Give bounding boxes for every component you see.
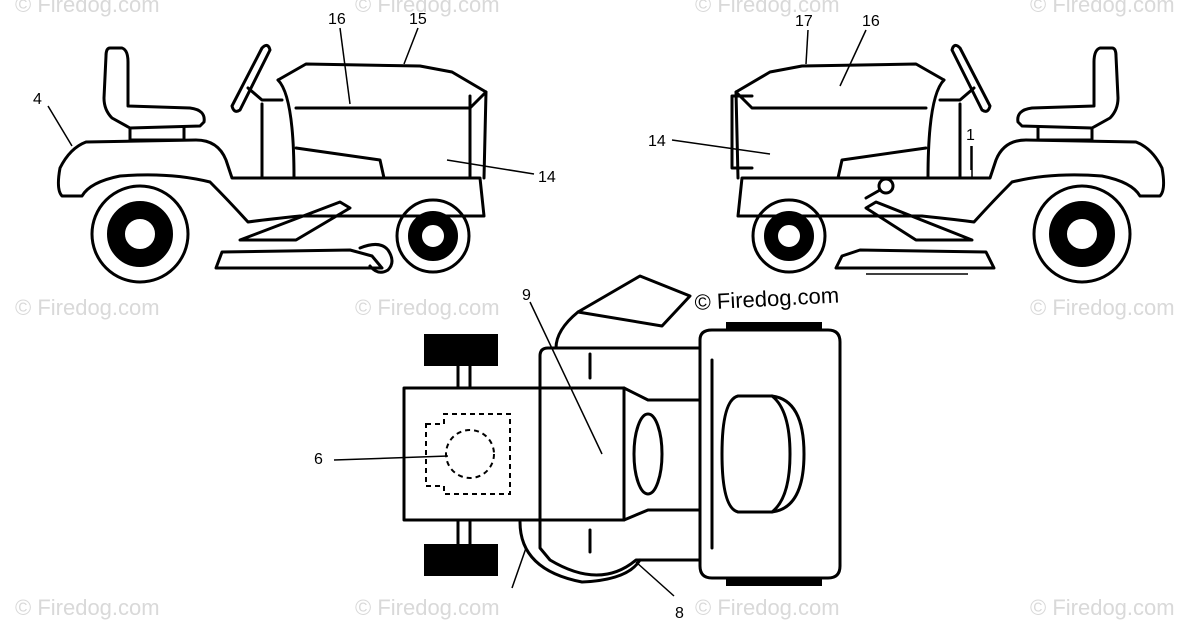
watermark-text: © Firedog.com <box>1030 595 1175 620</box>
rear-wheel <box>90 184 190 284</box>
watermark-text: © Firedog.com <box>695 595 840 620</box>
watermarks: © Firedog.com © Firedog.com © Firedog.co… <box>15 0 1175 620</box>
watermark-text: © Firedog.com <box>355 0 500 17</box>
front-wheel <box>395 198 471 274</box>
tractor-top-view: 9 6 8 <box>314 274 842 622</box>
front-wheel-top <box>424 334 498 366</box>
callout-8: 8 <box>675 605 684 622</box>
watermark-text: © Firedog.com <box>695 0 840 17</box>
callout-6: 6 <box>314 451 323 468</box>
callout-1: 1 <box>966 127 975 144</box>
callout-15: 15 <box>409 11 427 28</box>
callout-14: 14 <box>648 133 666 150</box>
watermark-text: © Firedog.com <box>1030 295 1175 320</box>
tractor-right-side-view <box>730 43 1166 284</box>
watermark-text: © Firedog.com <box>15 595 160 620</box>
watermark-text: © Firedog.com <box>355 295 500 320</box>
tractor-left-side-view: 4 16 15 14 <box>33 11 556 284</box>
callout-16: 16 <box>862 13 880 30</box>
callout-16: 16 <box>328 11 346 28</box>
watermark-text: © Firedog.com <box>1030 0 1175 17</box>
watermark-text: © Firedog.com <box>15 295 160 320</box>
watermark-text-prominent: © Firedog.com <box>694 282 840 315</box>
right-view-callouts: 17 16 14 1 <box>648 13 975 170</box>
callout-9: 9 <box>522 287 531 304</box>
callout-4: 4 <box>33 91 42 108</box>
hood-top <box>402 386 626 522</box>
watermark-text: © Firedog.com <box>15 0 160 17</box>
watermark-text: © Firedog.com <box>355 595 500 620</box>
callout-14: 14 <box>538 169 556 186</box>
callout-17: 17 <box>795 13 813 30</box>
front-wheel-top <box>424 544 498 576</box>
